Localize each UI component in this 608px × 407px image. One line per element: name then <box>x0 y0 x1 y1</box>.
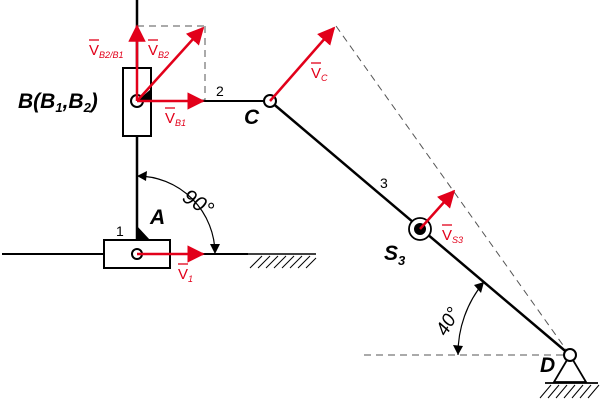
point-labels: B(B1,B2) A C D S3 1 2 3 90° 40° <box>18 83 555 377</box>
svg-text:1: 1 <box>188 274 193 284</box>
label-vs3: V S3 <box>442 224 463 245</box>
vector-vs3-arrow <box>419 189 456 230</box>
velocity-vectors <box>128 24 456 263</box>
label-vb2: V B2 <box>148 39 169 60</box>
label-link-2: 2 <box>216 83 224 99</box>
svg-text:B2: B2 <box>158 50 169 60</box>
label-point-a: A <box>149 206 165 229</box>
angle-arc-90 <box>136 171 220 255</box>
joint-a-wedge <box>137 226 150 240</box>
label-angle-90: 90° <box>178 185 217 222</box>
pin-support-d <box>539 348 600 399</box>
svg-text:V: V <box>311 65 321 82</box>
angle-arc-40 <box>453 281 485 356</box>
svg-text:V: V <box>178 266 188 283</box>
svg-text:V: V <box>148 42 158 59</box>
svg-text:C: C <box>321 73 328 83</box>
svg-text:V: V <box>165 110 175 127</box>
label-v1: V 1 <box>178 263 193 284</box>
label-point-c: C <box>244 106 260 129</box>
label-vb2b1: V B2/B1 <box>89 39 124 60</box>
vector-vb2-arrow <box>136 26 205 102</box>
vector-vc-arrow <box>269 26 336 102</box>
vector-labels: V B2/B1 V B2 V B1 V C V S3 V 1 <box>89 39 463 284</box>
label-point-d: D <box>540 354 555 377</box>
construction-lines <box>137 25 571 356</box>
svg-text:S3: S3 <box>452 235 463 245</box>
label-point-s3: S3 <box>384 242 406 268</box>
svg-text:V: V <box>442 227 452 244</box>
svg-text:B2/B1: B2/B1 <box>99 50 124 60</box>
label-link-3: 3 <box>380 175 388 191</box>
label-vc: V C <box>311 62 328 83</box>
ground-hatch-slider <box>248 253 317 269</box>
svg-text:V: V <box>89 42 99 59</box>
label-link-1: 1 <box>116 223 124 239</box>
label-vb1: V B1 <box>165 107 186 128</box>
svg-text:B1: B1 <box>175 118 186 128</box>
label-point-b: B(B1,B2) <box>18 90 98 115</box>
